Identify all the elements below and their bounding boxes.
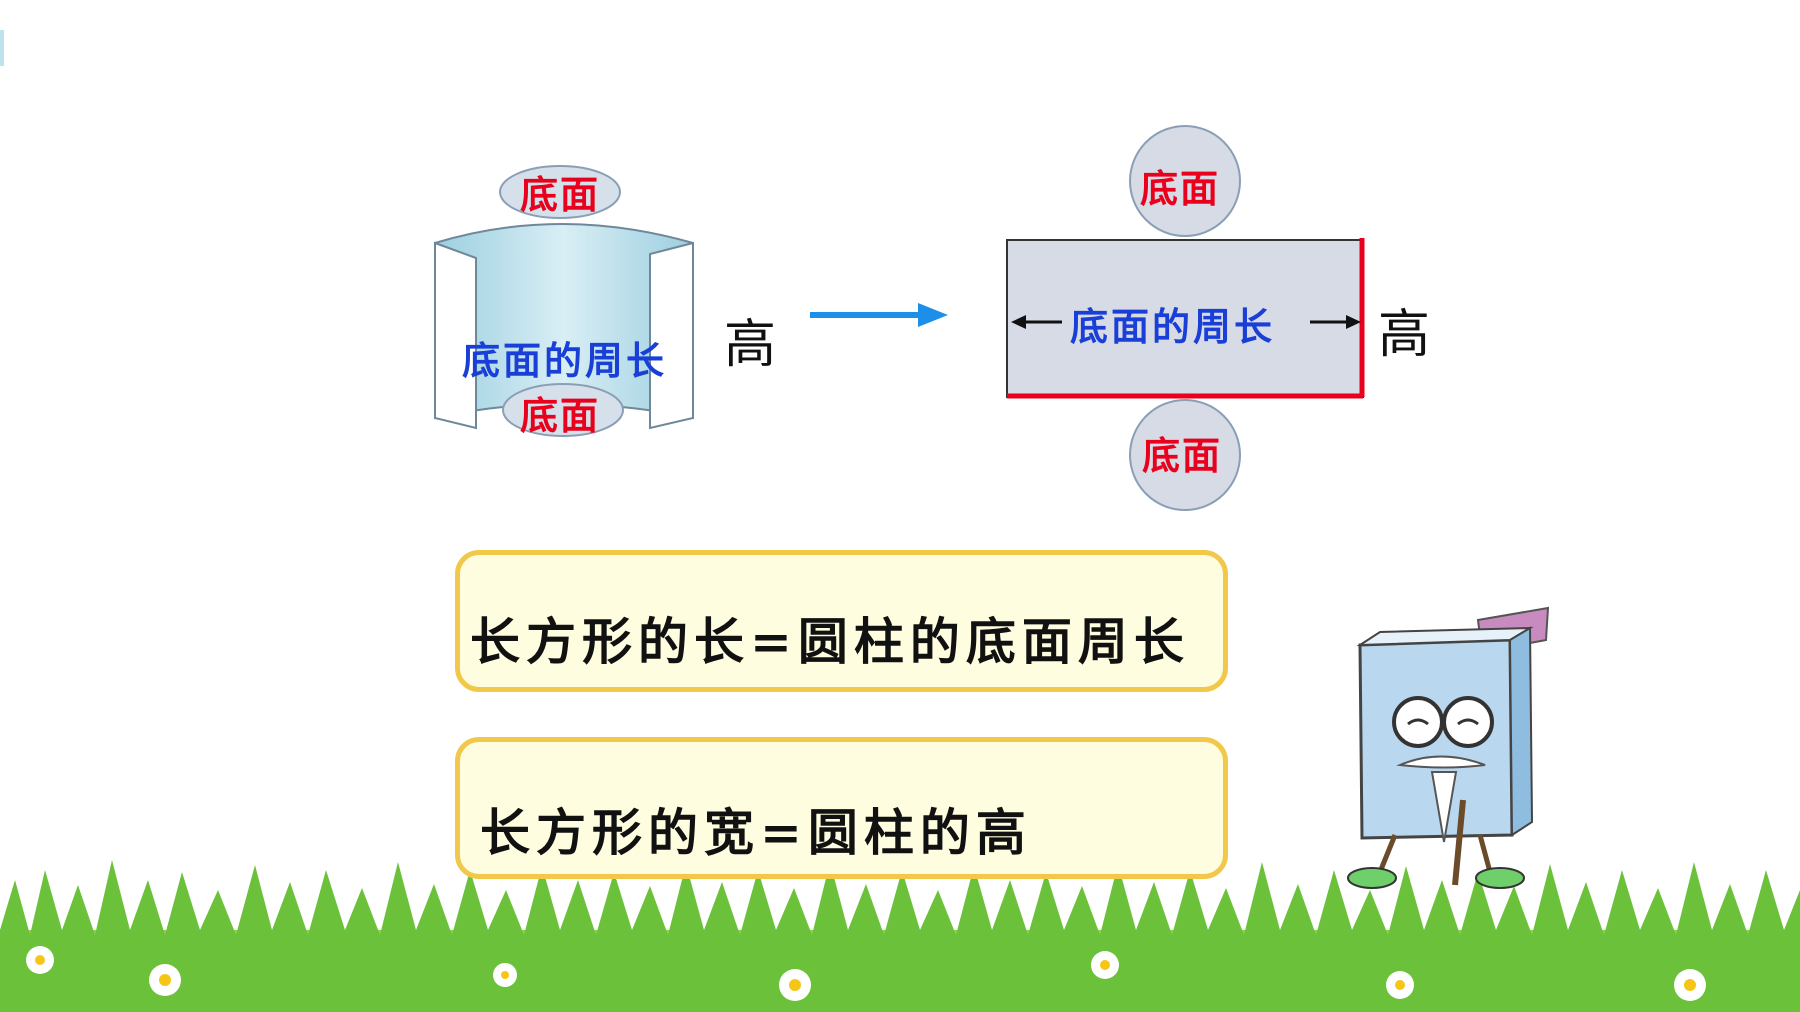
net-rectangle — [1006, 239, 1364, 398]
cylinder-right-flap — [649, 241, 694, 430]
cylinder-left-flap — [434, 241, 477, 430]
formula-box-width — [455, 737, 1228, 879]
grass-border — [0, 860, 1800, 1012]
net-perimeter-label: 底面的周长 — [1070, 304, 1276, 349]
net-bottom-circle-label: 底面 — [1142, 433, 1223, 478]
length-arrowhead-left — [1011, 315, 1026, 329]
mascot-book-character — [1347, 606, 1550, 889]
net-top-circle-label: 底面 — [1140, 166, 1221, 211]
cylinder-net — [1006, 125, 1365, 511]
formula-length-text: 长方形的长=圆柱的底面周长 — [470, 612, 1190, 671]
net-bottom-circle — [1129, 399, 1241, 511]
cylinder-height-label: 高 — [724, 315, 777, 375]
cylinder-bottom-face-label: 底面 — [520, 393, 601, 438]
formula-box-length — [455, 550, 1228, 692]
net-height-label: 高 — [1378, 305, 1431, 365]
length-arrowhead-right — [1346, 315, 1361, 329]
cylinder-top-face — [499, 165, 621, 219]
cylinder-bottom-face — [502, 383, 624, 437]
cylinder-top-face-label: 底面 — [520, 172, 601, 217]
cylinder-perimeter-label: 底面的周长 — [462, 338, 668, 383]
corner-accent — [0, 30, 4, 66]
cylinder-figure — [434, 165, 694, 437]
net-top-circle — [1129, 125, 1241, 237]
transition-arrow — [810, 303, 948, 327]
formula-width-text: 长方形的宽=圆柱的高 — [480, 803, 1032, 862]
